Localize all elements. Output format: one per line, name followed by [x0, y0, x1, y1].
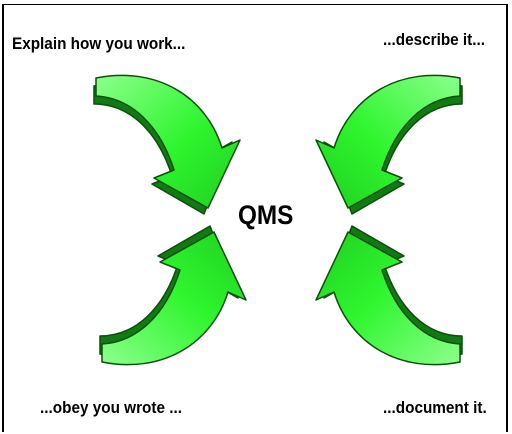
curved-arrow-up-right-icon — [99, 225, 247, 366]
caption-top-left: Explain how you work... — [12, 34, 186, 53]
caption-top-right: ...describe it... — [383, 30, 486, 49]
curved-arrow-down-right-icon — [93, 74, 241, 215]
caption-bottom-right: ...document it. — [383, 398, 487, 417]
diagram-frame — [2, 4, 508, 432]
curved-arrow-up-left-icon — [315, 225, 463, 366]
curved-arrow-down-left-icon — [315, 74, 463, 215]
caption-bottom-left: ...obey you wrote ... — [40, 398, 182, 417]
center-label-qms: QMS — [238, 200, 294, 230]
